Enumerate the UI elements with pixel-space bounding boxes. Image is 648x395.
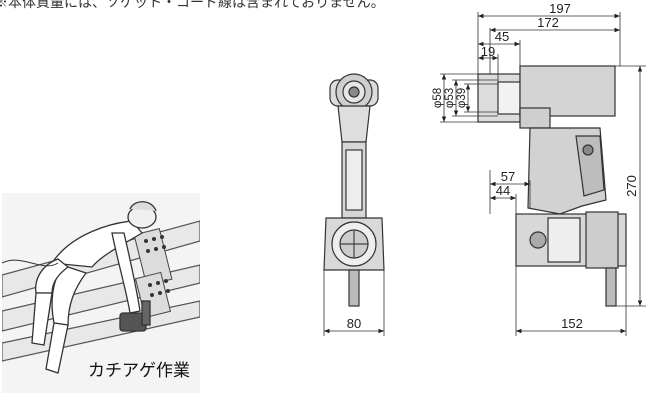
dim-label-172: 172 <box>537 15 559 30</box>
dim-front-width <box>323 270 385 336</box>
mass-note: ※本体質量には、ソケット・コード線は含まれておりません。 <box>0 0 385 10</box>
worker-illustration <box>2 193 200 393</box>
dim-label-270: 270 <box>624 175 639 197</box>
dim-label-dia39: φ39 <box>456 88 468 108</box>
worker <box>31 201 157 374</box>
dim-label-80: 80 <box>347 316 361 331</box>
dim-side-top <box>477 12 621 82</box>
dim-label-152: 152 <box>561 316 583 331</box>
dim-label-dia58: φ58 <box>432 88 444 108</box>
dim-label-45: 45 <box>495 29 509 44</box>
dim-label-197: 197 <box>549 1 571 16</box>
bolts <box>144 235 170 297</box>
dim-diameters <box>440 73 498 123</box>
photo-caption: カチアゲ作業 <box>88 361 190 380</box>
dim-side-middle <box>489 170 531 214</box>
dim-label-57: 57 <box>501 169 515 184</box>
power-cord <box>2 259 59 267</box>
side-view <box>477 65 627 307</box>
front-view <box>323 73 385 307</box>
dim-label-44: 44 <box>496 183 510 198</box>
dim-label-19: 19 <box>481 44 495 59</box>
dim-base-length <box>515 266 627 336</box>
dim-label-dia53: φ53 <box>444 88 456 108</box>
dim-height <box>615 65 646 307</box>
